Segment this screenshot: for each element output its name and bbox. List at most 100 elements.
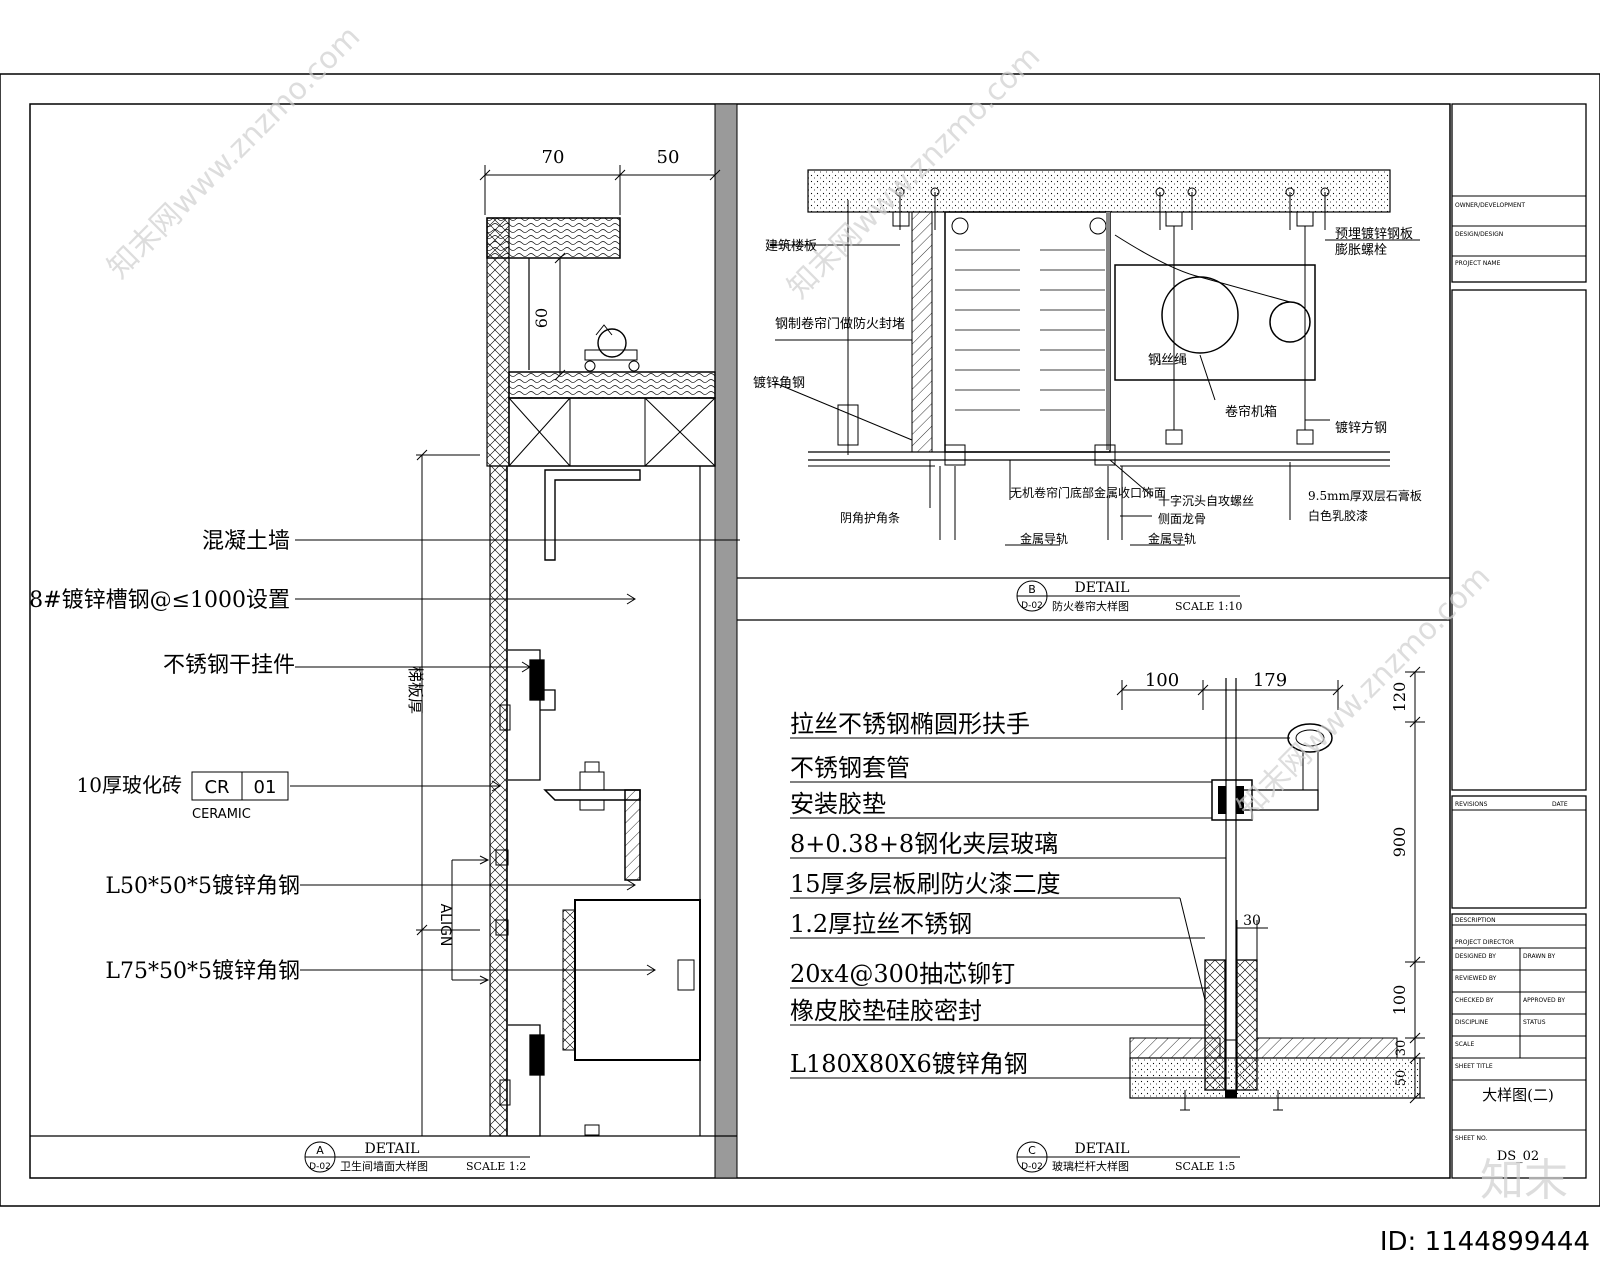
accessibility-icon — [584, 324, 640, 372]
roller-shutter — [944, 211, 1111, 453]
material-tag — [191, 771, 289, 801]
dim-60: 60 — [532, 308, 551, 328]
tb-approved-by: APPROVED BY — [1523, 997, 1565, 1004]
label-channel-steel: 8#镀锌槽钢@≤1000设置 — [29, 588, 290, 613]
shutter-motor-box — [1114, 264, 1316, 381]
label-stainless-hanger: 不锈钢干挂件 — [163, 653, 295, 678]
label-b-fire-seal: 钢制卷帘门做防火封堵 — [775, 316, 905, 332]
align-label: ALIGN — [437, 904, 453, 947]
label-c-glass: 8+0.38+8钢化夹层玻璃 — [790, 830, 1058, 858]
material-tag-num: 01 — [254, 777, 277, 798]
dim-50: 50 — [657, 147, 680, 168]
footer-b-detail: DETAIL — [1075, 580, 1130, 596]
footer-a-letter: A — [316, 1144, 324, 1157]
watermark-text-3: 知末网www.znzmo.com — [1231, 559, 1497, 825]
label-b-rail-2: 金属导轨 — [1148, 531, 1196, 546]
panel-c-detail: 100 179 — [790, 666, 1425, 1173]
label-c-seal: 橡皮胶垫硅胶密封 — [790, 997, 982, 1025]
dim-c-50: 50 — [1394, 1070, 1409, 1087]
panel-divider — [714, 103, 738, 1179]
watermark-text-1: 知末网www.znzmo.com — [101, 19, 367, 285]
tb-scale: SCALE — [1455, 1041, 1474, 1048]
tb-sheet-title-label: SHEET TITLE — [1455, 1063, 1493, 1070]
label-c-stainless: 1.2厚拉丝不锈钢 — [790, 910, 972, 938]
title-block: OWNER/DEVELOPMENT DESIGN/DESIGN PROJECT … — [1451, 103, 1587, 1179]
material-tag-material: CERAMIC — [192, 807, 251, 822]
footer-b-scale: SCALE 1:10 — [1175, 600, 1242, 613]
tb-revisions: REVISIONS — [1455, 801, 1488, 808]
label-b-motor-box: 卷帘机箱 — [1225, 404, 1277, 420]
dim-70: 70 — [542, 147, 565, 168]
label-concrete-wall: 混凝土墙 — [202, 529, 290, 554]
dim-c-900: 900 — [1390, 827, 1409, 858]
label-b-angle: 镀锌角钢 — [753, 375, 805, 391]
dim-c-120: 120 — [1390, 682, 1409, 713]
tb-status: STATUS — [1523, 1019, 1546, 1026]
dim-c-100: 100 — [1145, 670, 1179, 691]
label-c-angle: L180X80X6镀锌角钢 — [790, 1050, 1028, 1078]
tb-project: PROJECT NAME — [1455, 260, 1501, 267]
tb-sheet-title: 大样图(二) — [1482, 1086, 1554, 1104]
label-b-expansion-bolt: 膨胀螺栓 — [1335, 243, 1387, 258]
material-tag-code: CR — [204, 777, 229, 798]
dim-stair-thickness: 梯板厚 — [406, 666, 425, 714]
tb-date: DATE — [1552, 801, 1568, 808]
footer-a-sheet: D-02 — [309, 1162, 331, 1172]
footer-b-name: 防火卷帘大样图 — [1052, 599, 1129, 613]
dim-c-179: 179 — [1253, 670, 1287, 691]
label-tile: 10厚玻化砖 — [77, 773, 182, 797]
tb-sheet-no-label: SHEET NO. — [1455, 1135, 1487, 1142]
tb-discipline: DISCIPLINE — [1455, 1019, 1488, 1026]
label-b-square-tube: 镀锌方钢 — [1335, 420, 1387, 436]
label-b-wire: 钢丝绳 — [1148, 353, 1187, 368]
tb-checked-by: CHECKED BY — [1455, 997, 1494, 1004]
drawing-frame — [29, 103, 1451, 1179]
label-b-embedded-plate: 预埋镀锌钢板 — [1335, 226, 1413, 242]
footer-c-sheet: D-02 — [1021, 1162, 1043, 1172]
footer-b-letter: B — [1028, 583, 1036, 596]
footer-c-letter: C — [1028, 1144, 1036, 1157]
label-b-gypsum: 9.5mm厚双层石膏板 — [1308, 488, 1422, 503]
tb-design: DESIGN/DESIGN — [1455, 231, 1503, 238]
watermark-logo: 知末 — [1480, 1155, 1568, 1206]
label-b-side-keel: 侧面龙骨 — [1158, 512, 1206, 526]
watermark-id: ID: 1144899444 — [1380, 1227, 1590, 1257]
tb-drawn-by: DRAWN BY — [1523, 953, 1555, 960]
stone-cladding-top — [486, 217, 510, 467]
footer-a-scale: SCALE 1:2 — [466, 1160, 526, 1173]
footer-c-scale: SCALE 1:5 — [1175, 1160, 1235, 1173]
label-b-screw: 十字沉头自攻螺丝 — [1158, 493, 1254, 508]
footer-c-name: 玻璃栏杆大样图 — [1052, 1159, 1129, 1173]
panel-b-detail: 建筑楼板 钢制卷帘门做防火封堵 镀锌角钢 钢丝绳 卷帘机箱 镀锌方钢 预埋镀锌钢… — [753, 169, 1422, 613]
label-b-slab: 建筑楼板 — [765, 238, 817, 254]
tb-reviewed-by: REVIEWED BY — [1455, 975, 1497, 982]
label-b-corner-guard: 阴角护角条 — [840, 511, 900, 525]
panel-a-detail: 70 50 60 — [29, 147, 740, 1173]
label-b-rail-1: 金属导轨 — [1020, 531, 1068, 546]
label-c-sleeve: 不锈钢套管 — [790, 754, 910, 782]
label-angle-50: L50*50*5镀锌角钢 — [105, 874, 300, 899]
label-b-paint: 白色乳胶漆 — [1308, 508, 1368, 523]
label-c-plywood: 15厚多层板刷防火漆二度 — [790, 870, 1061, 898]
sheet-outer-frame — [0, 73, 1600, 1207]
footer-b-sheet: D-02 — [1021, 601, 1043, 611]
tb-designed-by: DESIGNED BY — [1455, 953, 1496, 960]
tile-cladding — [489, 465, 508, 1137]
dim-c-30: 30 — [1243, 913, 1261, 929]
footer-c-detail: DETAIL — [1075, 1141, 1130, 1157]
label-b-bottom-trim: 无机卷帘门底部金属收口饰面 — [1010, 485, 1166, 500]
label-angle-75: L75*50*5镀锌角钢 — [105, 959, 300, 984]
tb-owner: OWNER/DEVELOPMENT — [1455, 202, 1525, 209]
dim-c-30b: 30 — [1394, 1040, 1409, 1057]
tb-description: DESCRIPTION — [1455, 917, 1496, 924]
label-c-rivet: 20x4@300抽芯铆钉 — [790, 960, 1015, 988]
footer-a-name: 卫生间墙面大样图 — [340, 1159, 428, 1173]
tb-project-director: PROJECT DIRECTOR — [1455, 939, 1514, 946]
tb-sheet-no: DS_02 — [1497, 1149, 1539, 1164]
dim-c-100b: 100 — [1390, 985, 1409, 1016]
label-c-gasket: 安装胶垫 — [790, 790, 886, 818]
floor-slab — [807, 169, 1391, 213]
label-c-handrail: 拉丝不锈钢椭圆形扶手 — [790, 710, 1030, 738]
footer-a-detail: DETAIL — [365, 1141, 420, 1157]
